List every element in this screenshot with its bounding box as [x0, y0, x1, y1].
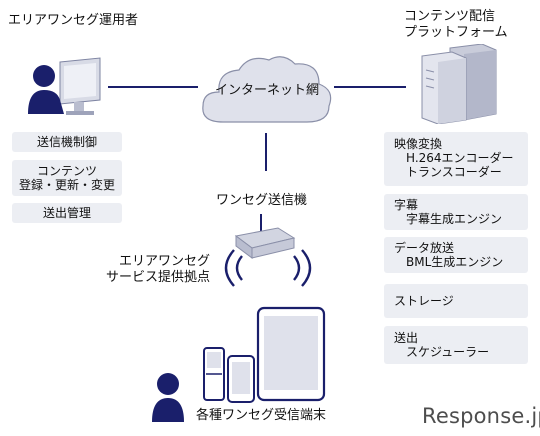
internet-cloud-icon [202, 56, 332, 123]
platform-items-box-2-line-0: データ放送 [394, 241, 455, 255]
platform-items-box-0-line-0: 映像変換 [394, 137, 443, 151]
watermark: Response.jp [422, 404, 540, 428]
platform-title-line-1: コンテンツ配信 [404, 9, 496, 24]
internet-label: インターネット網 [214, 83, 319, 98]
platform-items-box-4: 送出スケジューラー [384, 326, 528, 364]
receivers-label: 各種ワンセグ受信端末 [196, 408, 327, 423]
platform-title-line-2: プラットフォーム [404, 25, 508, 40]
platform-items-box-1-line-1: 字幕生成エンジン [406, 212, 503, 226]
platform-items-box-4-line-1: スケジューラー [406, 345, 490, 359]
operator-items-box-2: 送出管理 [12, 203, 122, 223]
link-internet-to-platform [334, 86, 406, 88]
operator-items-box-0: 送信機制御 [12, 132, 122, 152]
transmitter-icon [234, 214, 296, 259]
server-icon [421, 44, 497, 124]
link-operator-to-internet [108, 86, 198, 88]
platform-items-box-2-line-1: BML生成エンジン [406, 255, 504, 269]
operator-items-box-1-line-0: コンテンツ [36, 164, 97, 178]
service-point-line-2: サービス提供拠点 [105, 270, 210, 285]
link-internet-to-transmitter [265, 133, 267, 171]
platform-items-box-3-line-0: ストレージ [394, 294, 454, 308]
operator-title: エリアワンセグ運用者 [8, 13, 139, 28]
radio-waves-icon [224, 249, 312, 287]
operator-items-box-2-line-0: 送出管理 [42, 206, 91, 220]
operator-items-box-1: コンテンツ登録・更新・変更 [12, 160, 122, 196]
platform-items-box-0-line-1: H.264エンコーダー [406, 151, 514, 165]
service-point-label: エリアワンセグ サービス提供拠点 [60, 254, 210, 286]
operator-items-box-0-line-0: 送信機制御 [36, 135, 97, 149]
platform-items-box-1: 字幕字幕生成エンジン [384, 194, 528, 230]
receiver-devices-icon [152, 306, 326, 422]
operator-pc-icon [28, 57, 101, 115]
platform-items-box-0-line-2: トランスコーダー [406, 165, 502, 179]
transmitter-label: ワンセグ送信機 [216, 193, 308, 208]
platform-items-box-3: ストレージ [384, 284, 528, 318]
platform-title: コンテンツ配信 プラットフォーム [404, 9, 508, 41]
service-point-line-1: エリアワンセグ [118, 254, 210, 269]
operator-items-box-1-line-1: 登録・更新・変更 [18, 178, 115, 192]
platform-items-box-1-line-0: 字幕 [394, 198, 419, 212]
platform-items-box-4-line-0: 送出 [394, 331, 419, 345]
